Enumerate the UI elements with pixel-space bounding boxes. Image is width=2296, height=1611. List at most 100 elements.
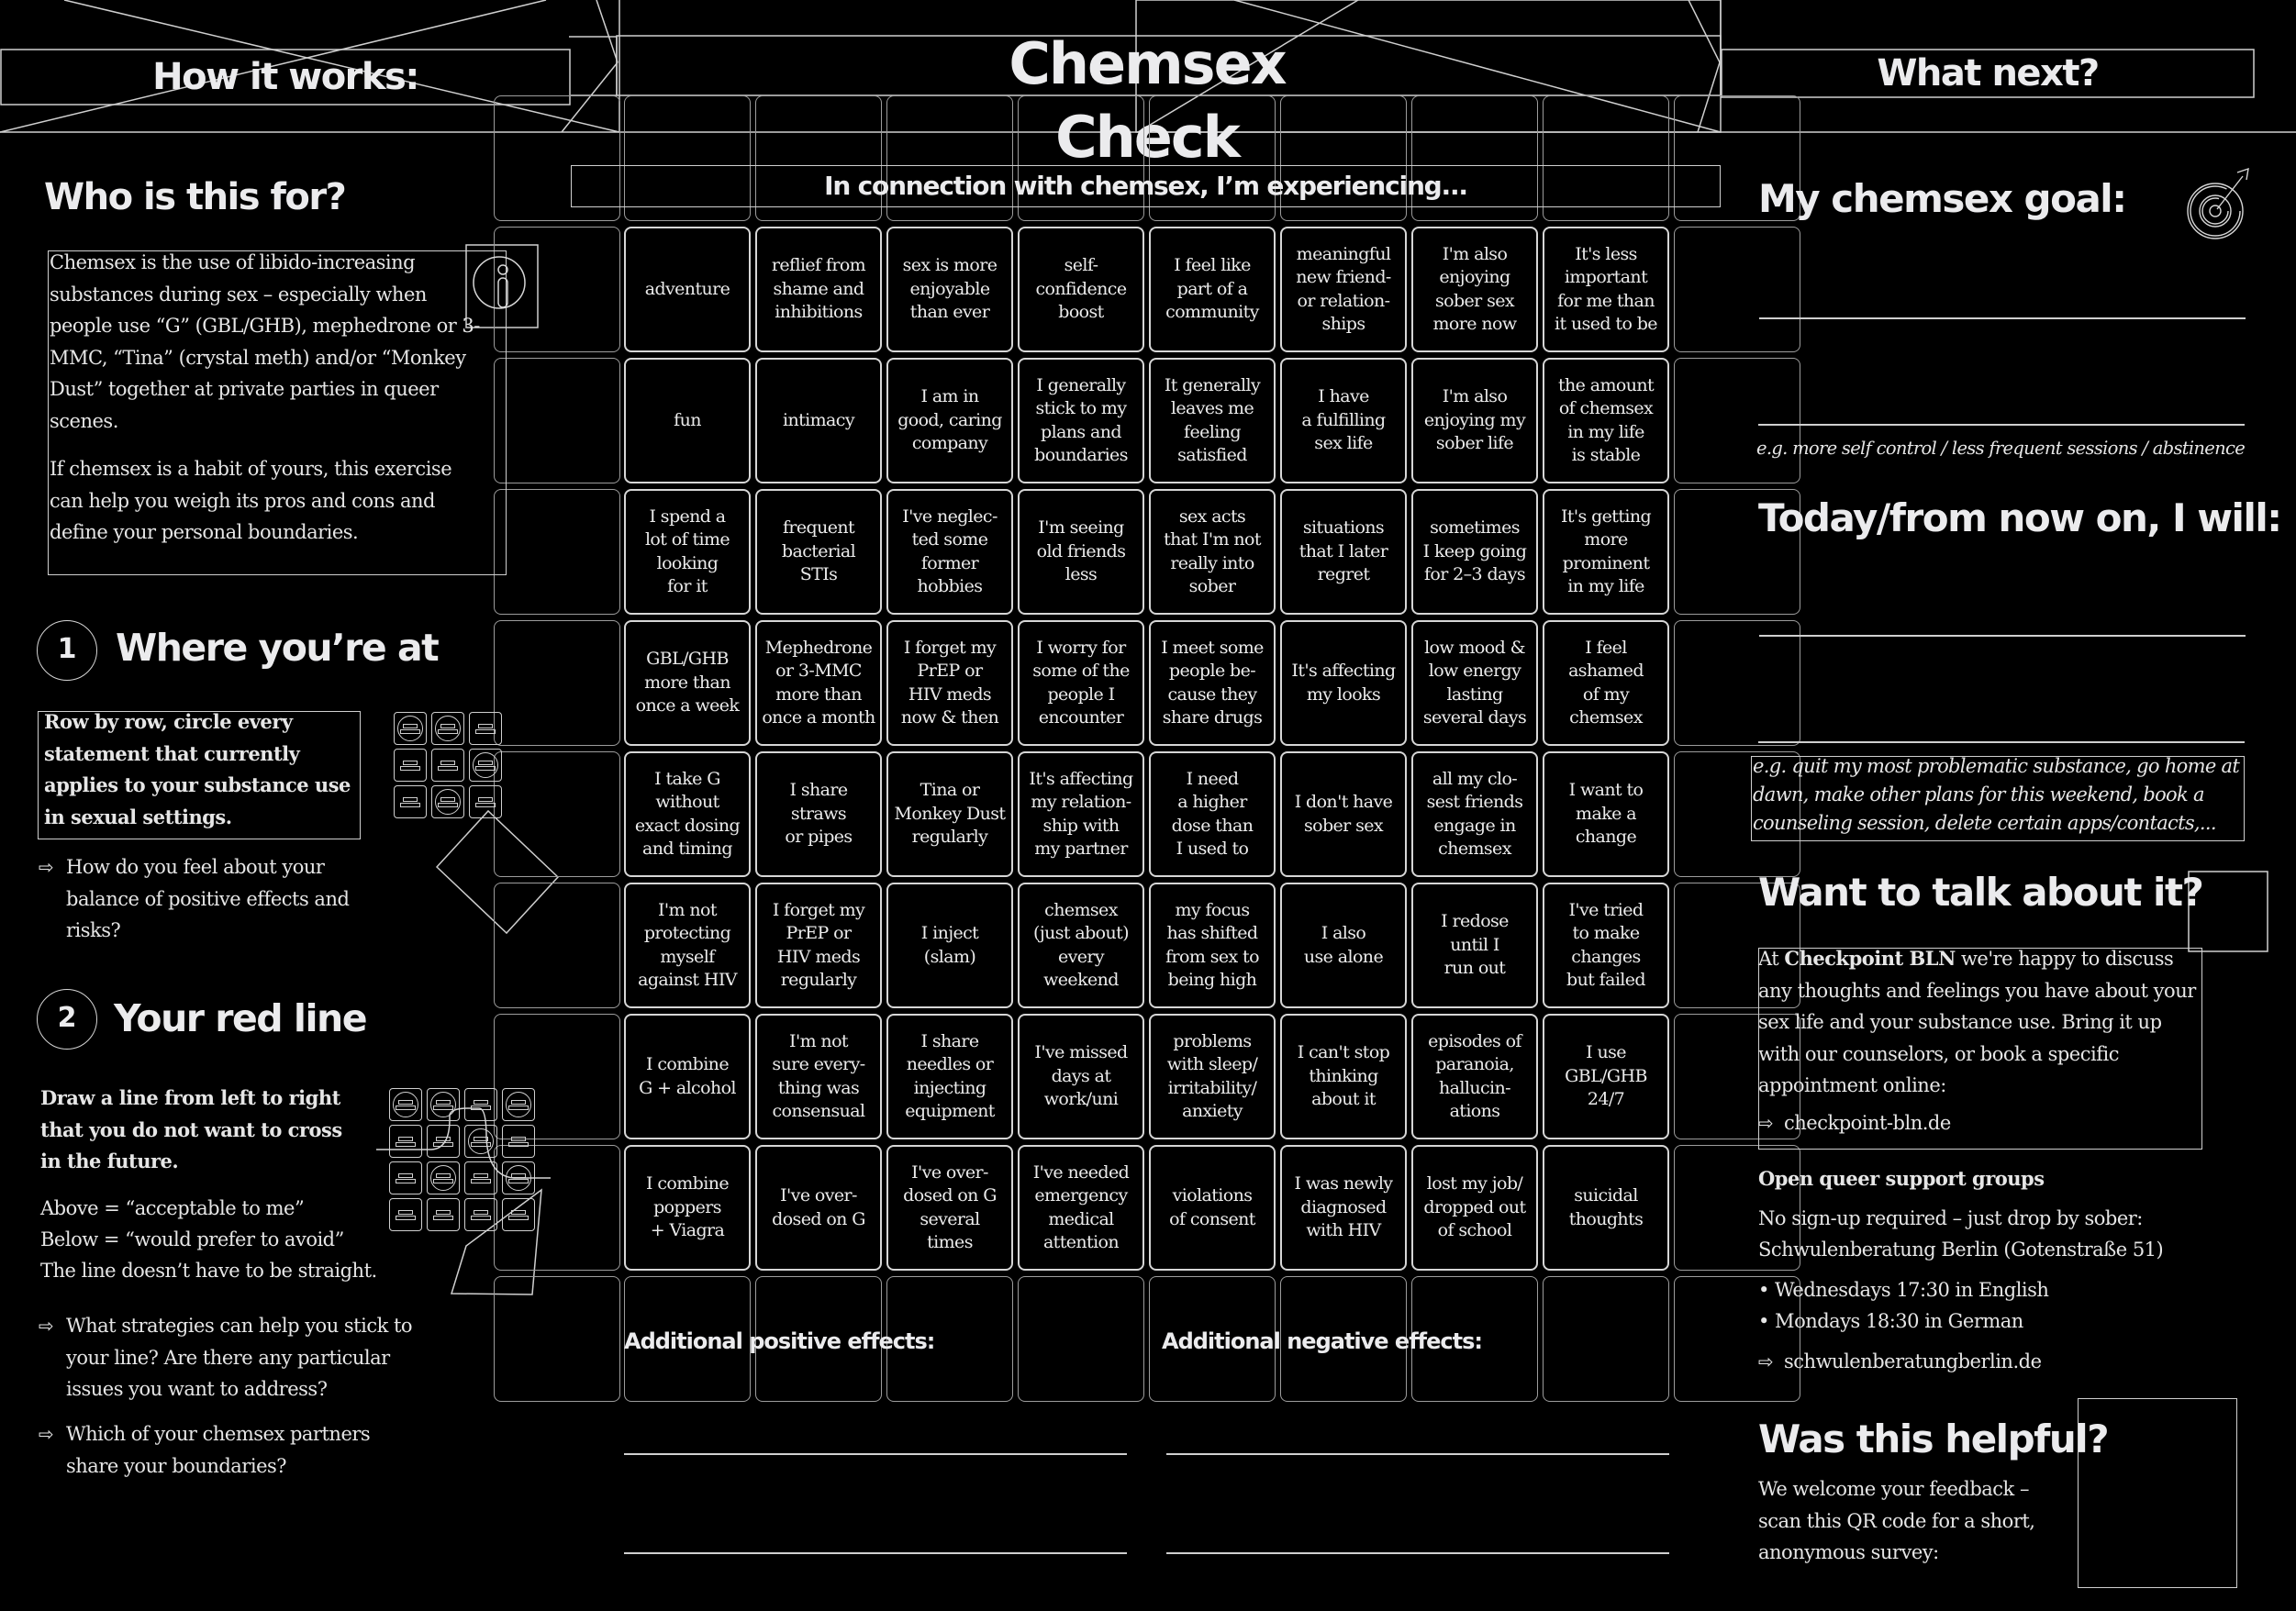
grid-empty-cell [1674,358,1800,483]
statement-cell[interactable]: chemsex (just about) every weekend [1018,883,1144,1008]
statement-cell[interactable]: Mephedrone or 3-MMC more than once a mon… [755,620,882,746]
statement-cell[interactable]: sex acts that I'm not really into sober [1149,489,1276,615]
schwulenberatung-link-text[interactable]: schwulenberatungberlin.de [1784,1350,2042,1372]
statement-cell[interactable]: intimacy [755,358,882,483]
statement-cell[interactable]: GBL/GHB more than once a week [624,620,751,746]
statement-cell[interactable]: I'm not sure every- thing was consensual [755,1014,882,1139]
statement-cell[interactable]: It's getting more prominent in my life [1543,489,1669,615]
statement-cell[interactable]: I've tried to make changes but failed [1543,883,1669,1008]
statement-cell[interactable]: lost my job/ dropped out of school [1411,1145,1538,1271]
positive-write-line-2[interactable] [624,1552,1127,1554]
statement-cell[interactable]: I meet some people be- cause they share … [1149,620,1276,746]
statement-cell[interactable]: I inject (slam) [886,883,1013,1008]
statement-cell[interactable]: the amount of chemsex in my life is stab… [1543,358,1669,483]
statement-cell[interactable]: low mood & low energy lasting several da… [1411,620,1538,746]
positive-write-line-1[interactable] [624,1453,1127,1455]
survey-qr-code[interactable] [2078,1398,2237,1588]
statement-cell[interactable]: I generally stick to my plans and bounda… [1018,358,1144,483]
statement-cell[interactable]: I feel ashamed of my chemsex [1543,620,1669,746]
groups-time-2: • Mondays 18:30 in German [1758,1310,2023,1332]
step-2-note: The line doesn’t have to be straight. [40,1260,377,1282]
statement-cell[interactable]: meaningful new friend- or relation- ship… [1280,227,1407,352]
who-title: Who is this for? [44,176,347,218]
grid-empty-cell [1674,489,1800,615]
example-mini-cell [469,712,502,745]
statement-cell[interactable]: I take G without exact dosing and timing [624,751,751,877]
statement-cell[interactable]: problems with sleep/ irritability/ anxie… [1149,1014,1276,1139]
statement-cell[interactable]: I'm also enjoying sober sex more now [1411,227,1538,352]
grid-empty-cell [755,1276,882,1402]
example-mini-cell [464,1161,497,1194]
statement-cell[interactable]: I've over- dosed on G several times [886,1145,1013,1271]
statement-cell[interactable]: I'm also enjoying my sober life [1411,358,1538,483]
statement-cell[interactable]: I'm seeing old friends less [1018,489,1144,615]
checkpoint-link[interactable]: ⇨checkpoint-bln.de [1758,1107,2199,1139]
statement-cell[interactable]: It's affecting my relation- ship with my… [1018,751,1144,877]
grid-empty-cell [1674,1276,1800,1402]
who-paragraph-1: Chemsex is the use of libido-increasing … [50,251,480,432]
statement-cell[interactable]: reflief from shame and inhibitions [755,227,882,352]
checkpoint-link-text[interactable]: checkpoint-bln.de [1784,1112,1951,1134]
grid-empty-cell [1149,95,1276,221]
schwulenberatung-link[interactable]: ⇨schwulenberatungberlin.de [1758,1346,2199,1378]
statement-cell[interactable]: episodes of paranoia, hallucin- ations [1411,1014,1538,1139]
grid-empty-cell [1280,95,1407,221]
statement-cell[interactable]: adventure [624,227,751,352]
statement-cell[interactable]: situations that I later regret [1280,489,1407,615]
statement-cell[interactable]: all my clo- sest friends engage in chems… [1411,751,1538,877]
statement-cell[interactable]: I can't stop thinking about it [1280,1014,1407,1139]
statement-cell[interactable]: I forget my PrEP or HIV meds regularly [755,883,882,1008]
negative-write-line-1[interactable] [1166,1453,1669,1455]
statement-cell[interactable]: fun [624,358,751,483]
statement-cell[interactable]: I combine poppers + Viagra [624,1145,751,1271]
example-mini-cell [431,749,464,782]
will-hint-frame [1751,756,2245,841]
goal-hint: e.g. more self control / less frequent s… [1756,438,2246,459]
statement-cell[interactable]: I share straws or pipes [755,751,882,877]
statement-cell[interactable]: my focus has shifted from sex to being h… [1149,883,1276,1008]
statement-cell[interactable]: I've needed emergency medical attention [1018,1145,1144,1271]
statement-cell[interactable]: I have a fulfilling sex life [1280,358,1407,483]
groups-title: Open queer support groups [1758,1167,2045,1190]
step-2-below: Below = “would prefer to avoid” [40,1228,344,1250]
grid-empty-cell [1674,95,1800,221]
statement-cell[interactable]: suicidal thoughts [1543,1145,1669,1271]
statement-cell[interactable]: I worry for some of the people I encount… [1018,620,1144,746]
grid-empty-cell [1543,1276,1669,1402]
statement-cell[interactable]: I use GBL/GHB 24/7 [1543,1014,1669,1139]
statement-cell[interactable]: I've missed days at work/uni [1018,1014,1144,1139]
statement-cell[interactable]: I want to make a change [1543,751,1669,877]
statement-cell[interactable]: I share needles or injecting equipment [886,1014,1013,1139]
statement-cell[interactable]: It's less important for me than it used … [1543,227,1669,352]
statement-cell[interactable]: I need a higher dose than I used to [1149,751,1276,877]
statement-cell[interactable]: I spend a lot of time looking for it [624,489,751,615]
statement-cell[interactable]: Tina or Monkey Dust regularly [886,751,1013,877]
negative-write-line-2[interactable] [1166,1552,1669,1554]
statement-cell[interactable]: sex is more enjoyable than ever [886,227,1013,352]
statement-cell[interactable]: I don't have sober sex [1280,751,1407,877]
statement-cell[interactable]: I forget my PrEP or HIV meds now & then [886,620,1013,746]
statement-cell[interactable]: violations of consent [1149,1145,1276,1271]
will-title: Today/from now on, I will: [1758,495,2282,540]
goal-write-line-2[interactable] [1758,424,2245,426]
will-write-line-1[interactable] [1759,635,2246,637]
statement-cell[interactable]: I redose until I run out [1411,883,1538,1008]
statement-cell[interactable]: I feel like part of a community [1149,227,1276,352]
statement-cell[interactable]: I also use alone [1280,883,1407,1008]
statement-cell[interactable]: It generally leaves me feeling satisfied [1149,358,1276,483]
statement-cell[interactable]: sometimes I keep going for 2–3 days [1411,489,1538,615]
statement-cell[interactable]: I combine G + alcohol [624,1014,751,1139]
statement-cell[interactable]: I am in good, caring company [886,358,1013,483]
statement-cell[interactable]: It's affecting my looks [1280,620,1407,746]
goal-write-line-1[interactable] [1759,317,2246,319]
statement-cell[interactable]: I've over- dosed on G [755,1145,882,1271]
statement-cell[interactable]: self- confidence boost [1018,227,1144,352]
statement-cell[interactable]: I was newly diagnosed with HIV [1280,1145,1407,1271]
statement-cell[interactable]: frequent bacterial STIs [755,489,882,615]
will-write-line-2[interactable] [1758,741,2245,743]
target-icon [2187,167,2249,239]
statement-cell[interactable]: I'm not protecting myself against HIV [624,883,751,1008]
grid-empty-cell [494,1014,620,1139]
grid-empty-cell [494,1145,620,1271]
statement-cell[interactable]: I've neglec- ted some former hobbies [886,489,1013,615]
